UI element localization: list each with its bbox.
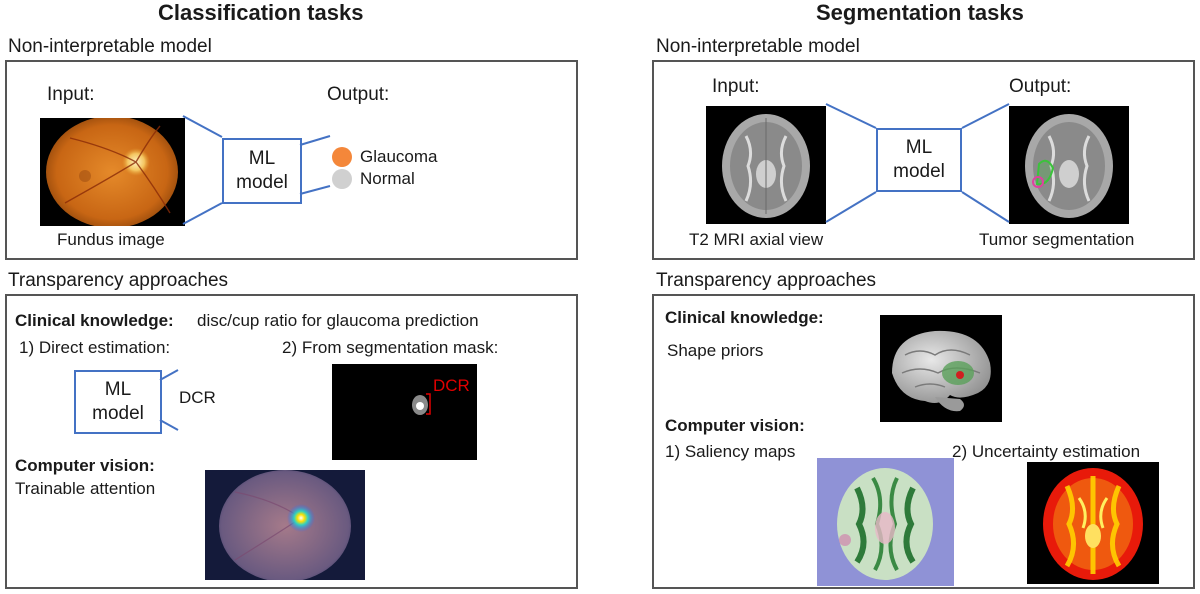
right-non-interpretable-label: Non-interpretable model — [656, 36, 860, 57]
left-ml-model-line2: model — [236, 172, 288, 193]
left-transparency-label: Transparency approaches — [8, 270, 229, 291]
left-cv-heading: Computer vision: — [15, 456, 155, 475]
mri-input-image — [706, 106, 826, 224]
right-ml-model-line2: model — [893, 161, 945, 182]
uncertainty-map-image — [1027, 462, 1159, 584]
right-ml-model-line1: ML — [905, 137, 933, 158]
segmentation-mask-image: DCR — [332, 364, 477, 460]
saliency-map-image — [817, 458, 954, 586]
normal-label: Normal — [360, 169, 415, 188]
right-input-label: Input: — [712, 76, 760, 97]
direct-estimation-label: 1) Direct estimation: — [19, 338, 171, 357]
fundus-image — [40, 118, 185, 226]
dcr-output-label: DCR — [179, 388, 216, 407]
right-output-label: Output: — [1009, 76, 1072, 97]
left-clinical-heading: Clinical knowledge: — [15, 311, 174, 330]
trainable-attention-label: Trainable attention — [15, 479, 156, 498]
shape-priors-label: Shape priors — [667, 341, 764, 360]
segmentation-mask-label: 2) From segmentation mask: — [282, 338, 499, 357]
attention-image — [205, 470, 365, 580]
left-model-panel: Input: Output: Fundus image — [5, 60, 578, 260]
left-clinical-text: disc/cup ratio for glaucoma prediction — [197, 311, 479, 330]
normal-dot-icon — [332, 169, 352, 189]
segmentation-title: Segmentation tasks — [816, 0, 1024, 25]
right-ml-model-box: ML model — [876, 128, 962, 192]
left-non-interpretable-label: Non-interpretable model — [8, 36, 212, 57]
direct-ml-model-box: ML model — [74, 370, 162, 434]
uncertainty-estimation-label: 2) Uncertainty estimation — [952, 442, 1141, 461]
right-cv-heading: Computer vision: — [665, 416, 805, 435]
brain-3d-image — [880, 315, 1002, 422]
left-ml-model-line1: ML — [248, 148, 276, 169]
classification-title: Classification tasks — [158, 0, 364, 25]
fundus-caption: Fundus image — [57, 230, 165, 249]
mri-input-caption: T2 MRI axial view — [689, 230, 824, 249]
direct-ml-model-line2: model — [92, 403, 144, 424]
glaucoma-label: Glaucoma — [360, 147, 438, 166]
left-transparency-panel: Clinical knowledge: disc/cup ratio for g… — [5, 294, 578, 589]
right-clinical-heading: Clinical knowledge: — [665, 308, 824, 327]
glaucoma-dot-icon — [332, 147, 352, 167]
tumor-segmentation-image — [1009, 106, 1129, 224]
left-input-label: Input: — [47, 84, 95, 105]
left-ml-model-box: ML model — [222, 138, 302, 204]
direct-ml-model-line1: ML — [104, 379, 132, 400]
left-output-label: Output: — [327, 84, 390, 105]
dcr-mask-label: DCR — [433, 376, 470, 395]
tumor-segmentation-caption: Tumor segmentation — [979, 230, 1135, 249]
right-transparency-label: Transparency approaches — [656, 270, 877, 291]
right-transparency-panel: Clinical knowledge: Shape priors Compute… — [652, 294, 1195, 589]
right-model-panel: Input: Output: T2 MRI axial view ML mode… — [652, 60, 1195, 260]
saliency-maps-label: 1) Saliency maps — [665, 442, 796, 461]
